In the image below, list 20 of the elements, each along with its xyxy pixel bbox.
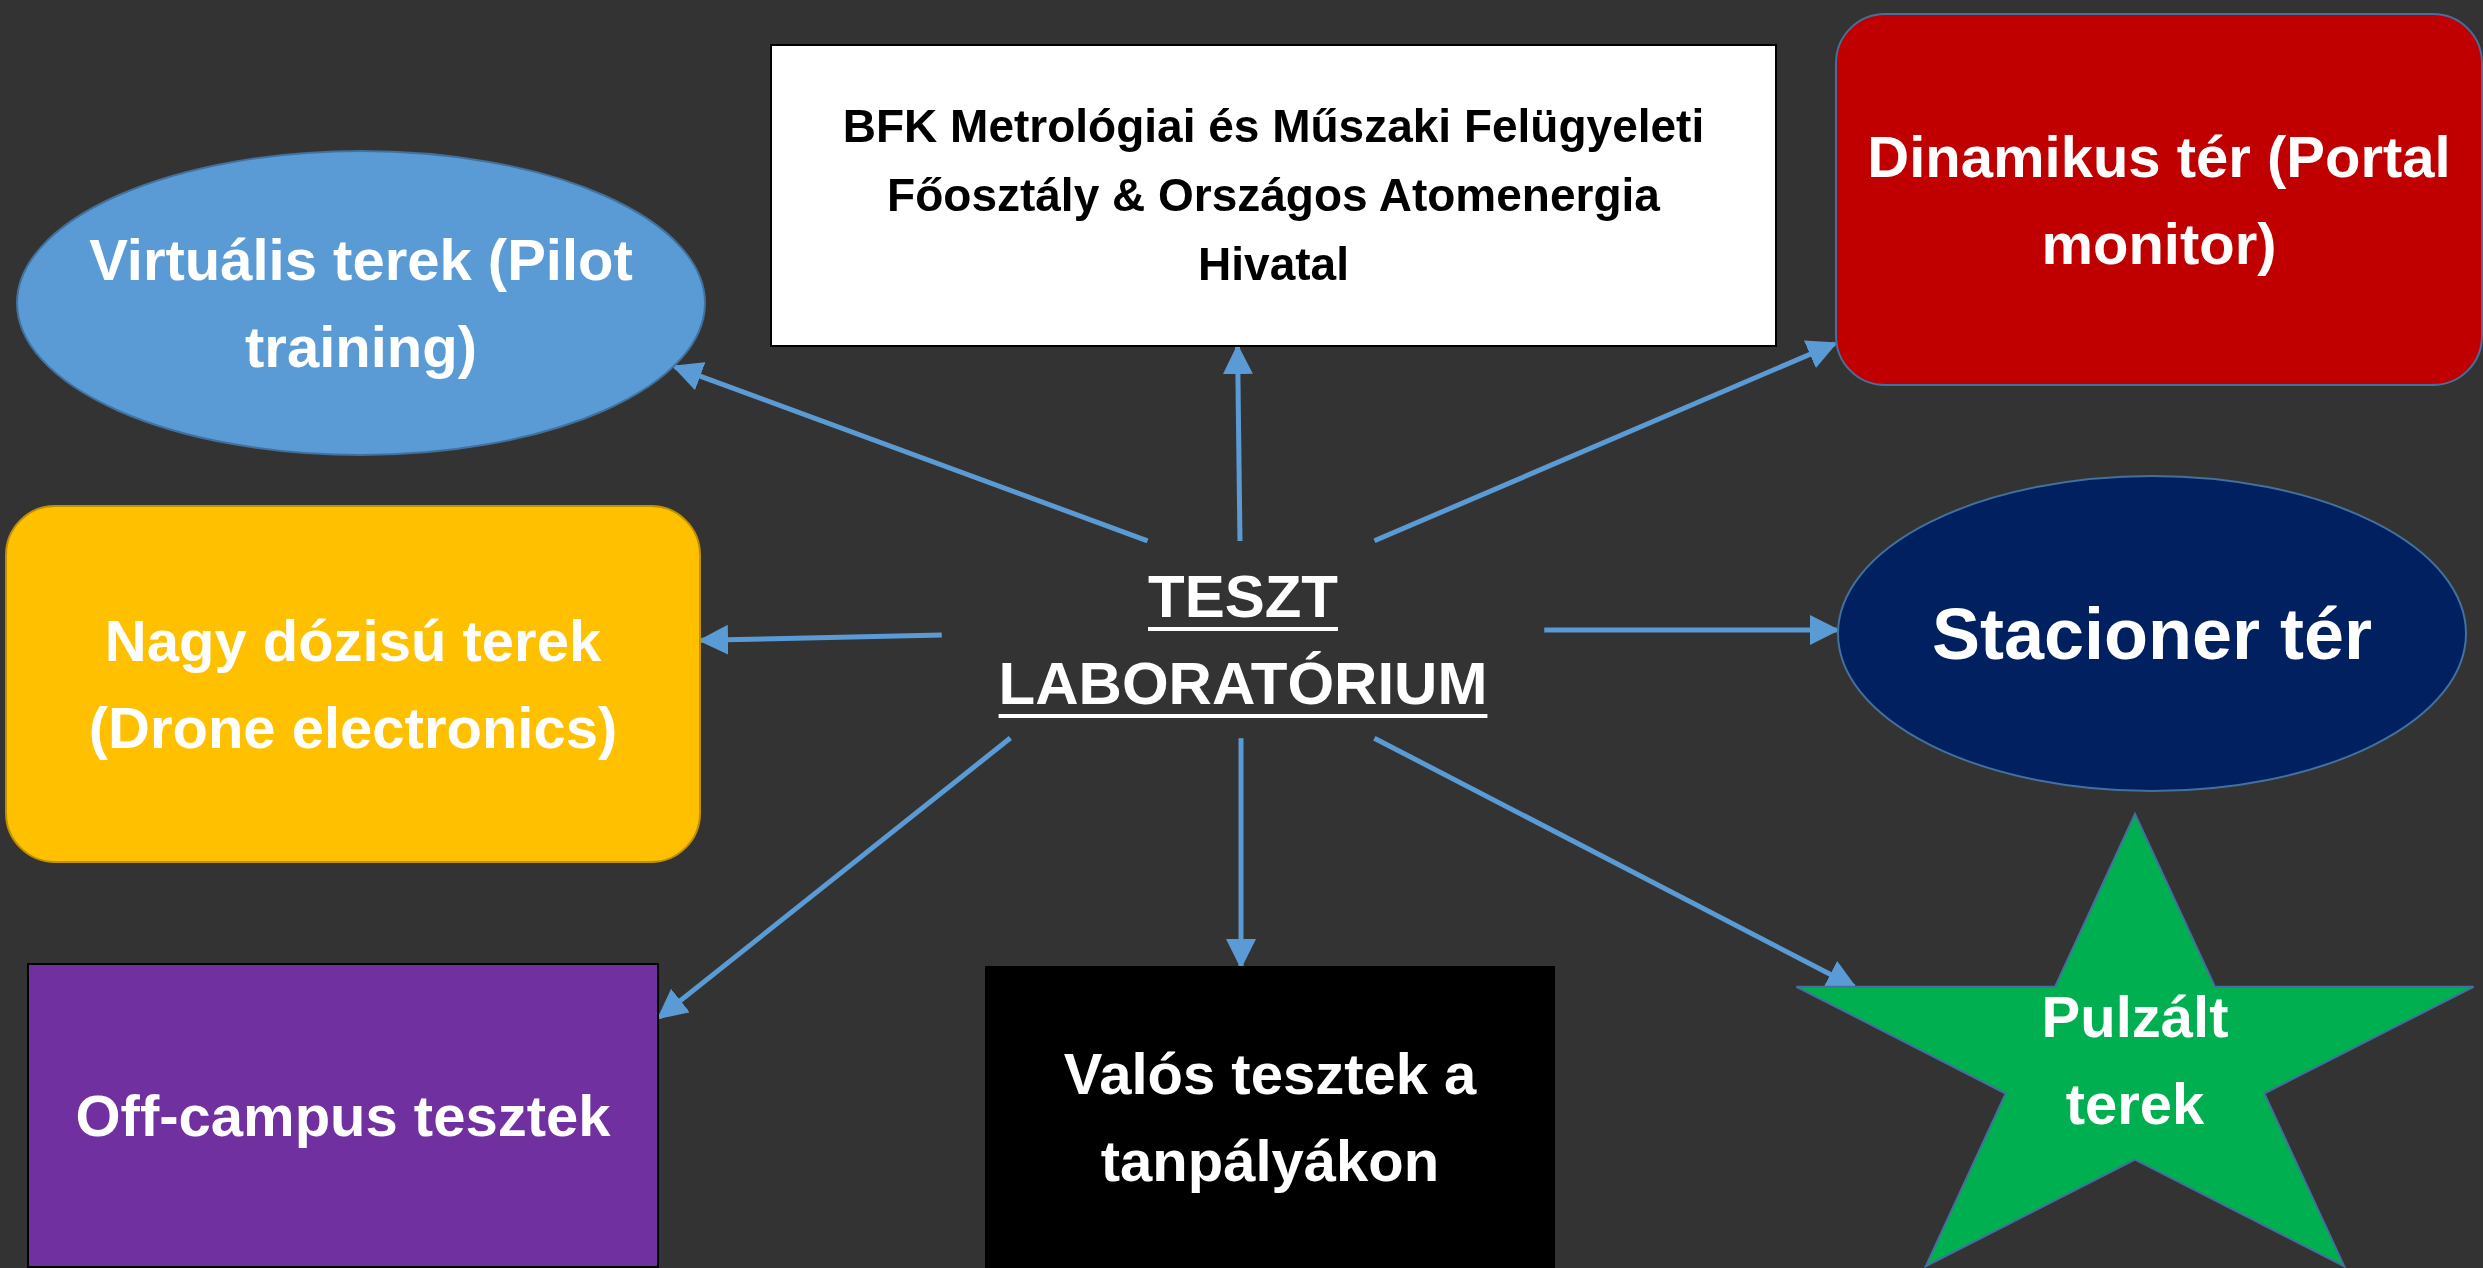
node-label: Valós tesztek a tanpályákon	[1062, 1040, 1478, 1195]
node-label: Off-campus tesztek	[75, 1082, 611, 1150]
node-label: BFK Metrológiai és Műszaki Felügyeleti Főosztály & Országos Atomenergia Hivatal	[841, 99, 1706, 292]
node-label: Dinamikus tér (Portal monitor)	[1866, 122, 2452, 278]
node-label: Stacioner tér	[1931, 592, 2373, 676]
node-label: Pulzált terek	[2040, 983, 2230, 1138]
node-label: Virtuális terek (Pilot training)	[88, 226, 634, 381]
process-box	[985, 966, 1555, 1268]
rounded-box	[5, 505, 701, 863]
hub-title: TESZT LABORATÓRIUM	[942, 541, 1544, 738]
process-box	[770, 44, 1777, 347]
node-label: Nagy dózisú terek (Drone electronics)	[87, 607, 619, 762]
ellipse-node	[1837, 475, 2467, 792]
rounded-box	[1835, 13, 2483, 386]
arrow	[1544, 615, 1840, 645]
process-box	[27, 963, 659, 1268]
arrow	[672, 362, 1149, 544]
arrow	[1373, 340, 1838, 544]
ellipse-node	[16, 150, 706, 456]
arrow	[1226, 738, 1256, 969]
